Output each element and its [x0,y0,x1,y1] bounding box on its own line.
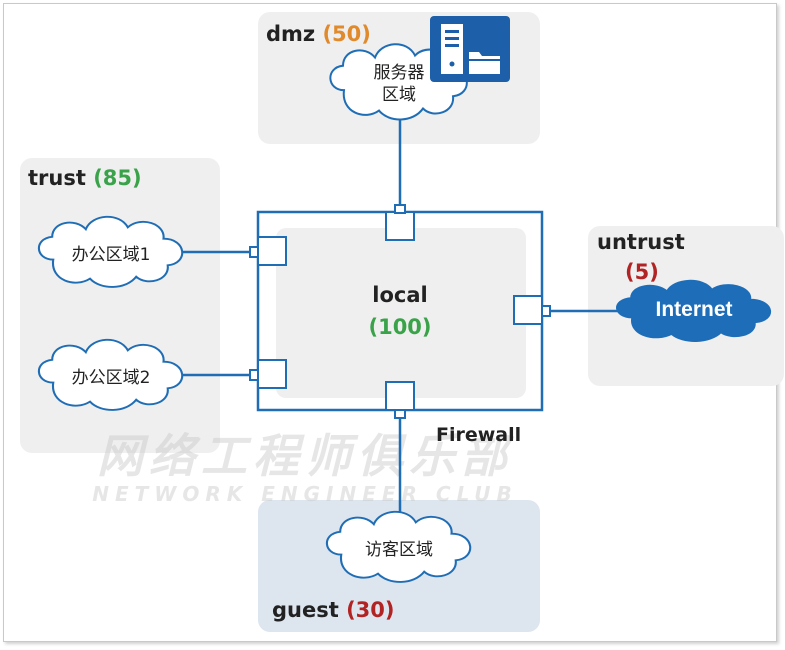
trust-zone-name: trust [28,166,86,190]
port-untrust-tab [541,305,551,317]
local-zone-name: local [372,283,428,307]
port-dmz-tab [394,204,406,214]
local-zone-priority: (100) [368,315,432,339]
port-trust-1-tab [249,246,259,258]
dmz-zone-label: dmz (50) [266,22,371,46]
untrust-zone-name: untrust [597,230,685,254]
dmz-zone-priority: (50) [322,22,371,46]
cloud-guest-label: 访客区域 [365,540,433,560]
port-trust-2-tab [249,369,259,381]
dmz-zone-name: dmz [266,22,316,46]
firewall-label: Firewall [436,424,522,446]
port-dmz [385,211,415,241]
trust-zone-label: trust (85) [28,166,142,190]
port-trust-1 [257,236,287,266]
guest-zone-priority: (30) [346,598,395,622]
local-zone-fill [276,228,526,398]
cloud-trust-1-label: 办公区域1 [71,245,151,265]
guest-zone-label: guest (30) [272,598,395,622]
port-trust-2 [257,359,287,389]
guest-zone-name: guest [272,598,339,622]
cloud-dmz-line1: 服务器 [373,63,425,83]
folder-icon [469,52,500,74]
cloud-dmz-label: 服务器 区域 [349,62,449,106]
port-untrust [513,295,543,325]
trust-zone-priority: (85) [93,166,142,190]
cloud-trust-2-label: 办公区域2 [71,368,151,388]
port-guest-tab [394,409,406,419]
port-guest [385,381,415,411]
untrust-zone-priority: (5) [625,260,659,284]
cloud-dmz-line2: 区域 [382,85,416,105]
cloud-internet-label: Internet [655,298,733,321]
